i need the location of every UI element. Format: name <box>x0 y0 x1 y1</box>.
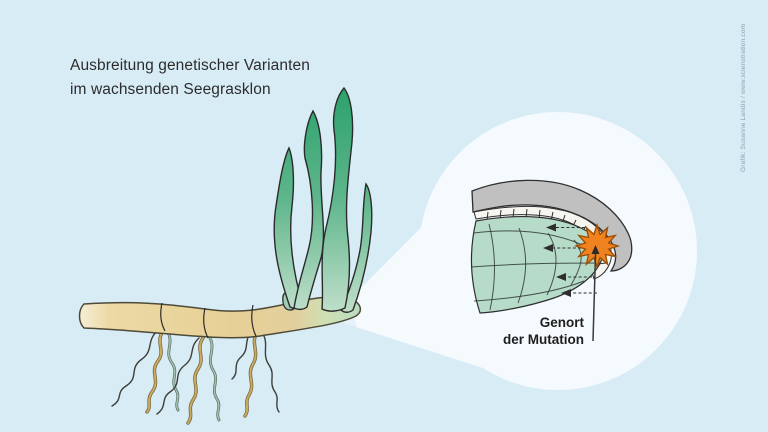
grid-row-line <box>473 280 585 302</box>
roots <box>111 329 280 425</box>
grid-column-arc <box>488 223 495 311</box>
root-strand <box>156 337 200 415</box>
credit-text: Grafik: Susanne Landis / www.scienstrati… <box>740 23 747 172</box>
leaf-blade-mid <box>293 109 325 311</box>
mutation-label-line-1: Genort <box>539 315 584 330</box>
leaf-blade-tall <box>321 86 354 312</box>
root-strand <box>186 336 205 425</box>
title-line-2: im wachsenden Seegrasklon <box>70 81 271 98</box>
mutation-pointer-line <box>592 253 597 342</box>
grid-column-arc <box>546 232 557 296</box>
root-strand <box>167 331 179 411</box>
root-strand <box>209 337 220 421</box>
rhizome-segment-line <box>251 304 257 337</box>
rhizome-segment-line <box>160 302 166 332</box>
growth-arrow-head <box>543 244 553 252</box>
mutation-pointer-arrowhead <box>591 245 600 254</box>
leaf-blade-right <box>340 182 373 313</box>
root-strand <box>231 330 253 380</box>
grid-column-arc <box>570 239 582 286</box>
root-strand <box>145 329 165 414</box>
root-strand <box>243 330 259 418</box>
rhizome-segment-line <box>203 307 209 339</box>
root-strand <box>261 331 280 413</box>
title-line-1: Ausbreitung genetischer Varianten <box>70 57 310 74</box>
seagrass-plant <box>78 86 373 425</box>
root-strand <box>111 330 158 407</box>
meristem-inset <box>470 179 633 342</box>
page-title: Ausbreitung genetischer Varianten im wac… <box>70 54 310 102</box>
growth-arrow-head <box>546 223 556 232</box>
leaf-blades <box>273 86 373 313</box>
growth-arrow-head <box>556 273 566 281</box>
growth-arrows <box>543 223 597 297</box>
meristem-cap <box>471 179 633 272</box>
growth-arrow-head <box>561 289 571 297</box>
mutation-starburst-icon <box>573 222 621 270</box>
rhizome-segment-lines <box>160 302 257 339</box>
mutation-label-line-2: der Mutation <box>503 331 584 347</box>
rhizome <box>78 296 362 339</box>
mutation-site-label: Genort der Mutation <box>452 315 584 348</box>
mutation-pointer <box>591 245 600 342</box>
grid-column-arc <box>517 227 527 304</box>
